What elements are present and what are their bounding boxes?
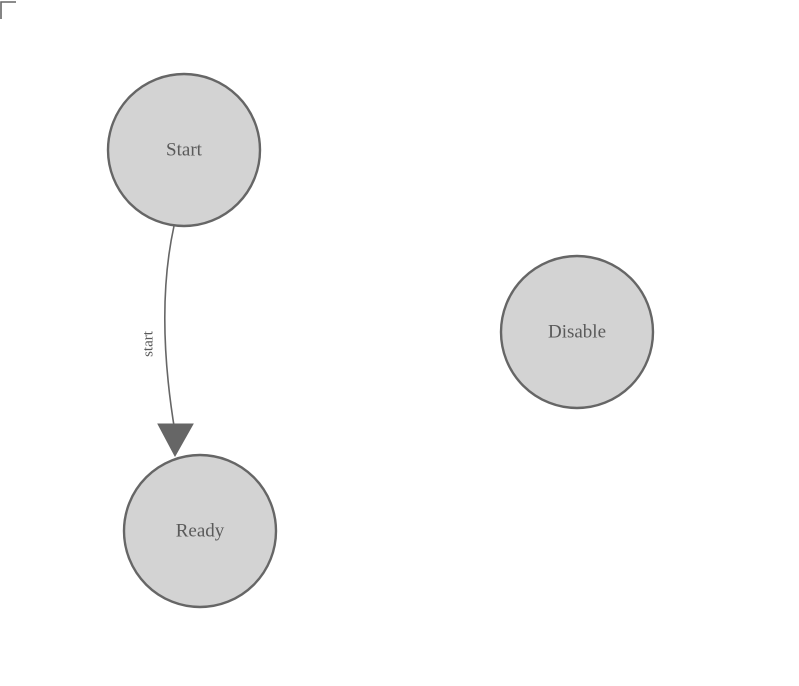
- node-disable-circle[interactable]: [499, 254, 655, 410]
- node-start-circle[interactable]: [106, 72, 262, 228]
- node-disable-label: Disable: [548, 321, 606, 342]
- canvas-origin-marker-icon: [0, 1, 16, 19]
- node-disable[interactable]: Disable: [499, 254, 655, 410]
- node-ready-circle[interactable]: [122, 453, 278, 609]
- node-ready-label: Ready: [176, 520, 225, 541]
- node-start-label: Start: [166, 139, 203, 160]
- edge-start-to-ready[interactable]: start: [140, 225, 194, 458]
- edge-label-start: start: [140, 330, 156, 357]
- edge-path-start-to-ready: [163, 225, 176, 433]
- arrowhead-icon: [157, 423, 194, 458]
- node-start[interactable]: Start: [106, 72, 262, 228]
- node-ready[interactable]: Ready: [122, 453, 278, 609]
